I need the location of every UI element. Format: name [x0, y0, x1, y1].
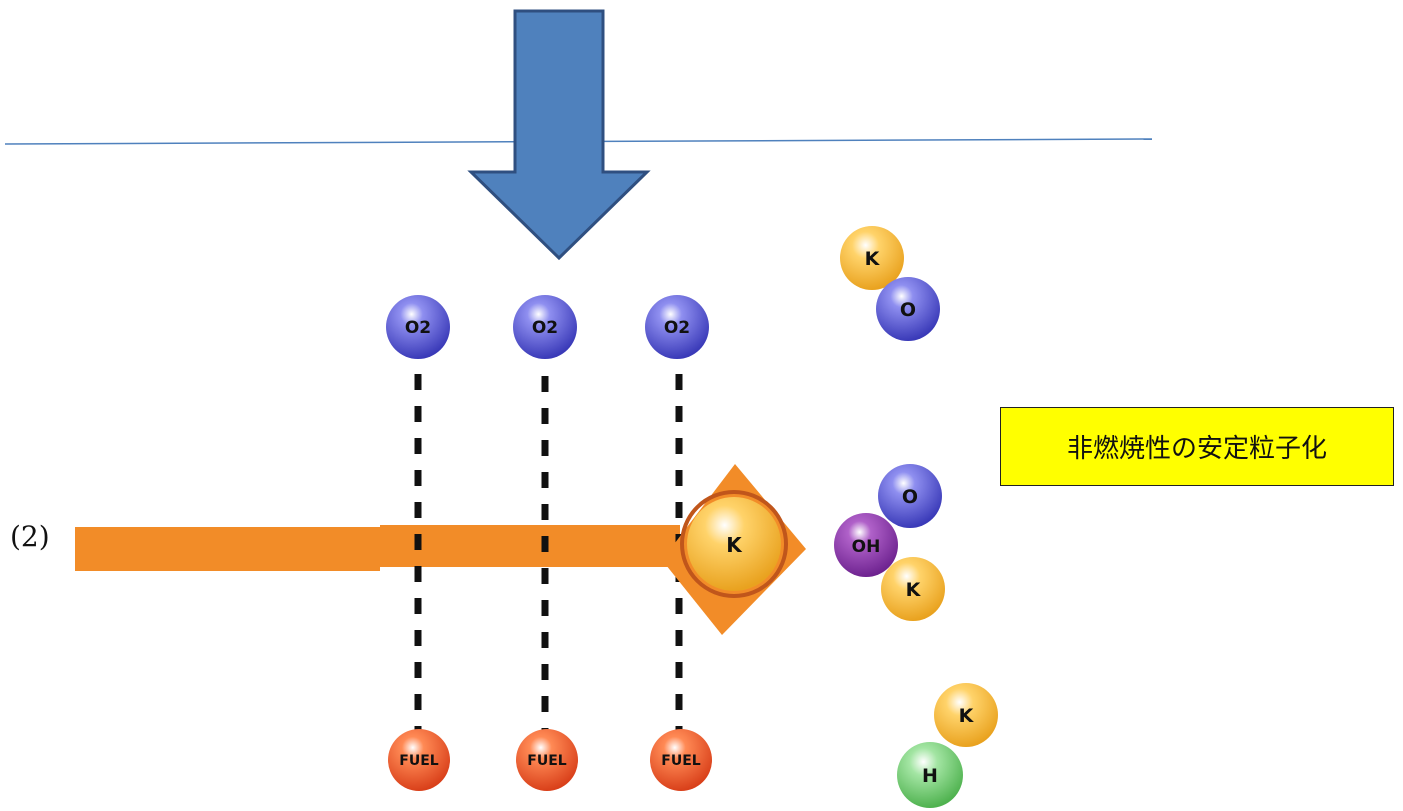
k-atom: K — [881, 557, 945, 621]
o2-molecule: O2 — [386, 295, 450, 359]
svg-text:O: O — [902, 486, 918, 508]
k-atom-central: K — [680, 490, 788, 598]
o-atom: O — [878, 464, 942, 528]
k-atom: K — [840, 226, 904, 290]
fuel-molecule: FUEL — [516, 729, 578, 791]
svg-text:K: K — [906, 579, 922, 601]
k-atom: K — [934, 683, 998, 747]
svg-text:OH: OH — [852, 537, 881, 557]
svg-text:O2: O2 — [405, 318, 431, 338]
step-label: (2) — [10, 520, 50, 553]
svg-text:FUEL: FUEL — [661, 753, 700, 769]
svg-text:H: H — [922, 765, 938, 787]
orange-bar-2 — [380, 525, 680, 567]
svg-text:K: K — [865, 248, 881, 270]
oh-molecule: OH — [834, 513, 898, 577]
o-atom: O — [876, 277, 940, 341]
fuel-molecule: FUEL — [388, 729, 450, 791]
svg-text:FUEL: FUEL — [527, 753, 566, 769]
svg-text:O2: O2 — [532, 318, 558, 338]
svg-text:FUEL: FUEL — [399, 753, 438, 769]
down-arrow-icon — [467, 9, 651, 261]
svg-text:O2: O2 — [664, 318, 690, 338]
stable-particle-callout: 非燃焼性の安定粒子化 — [1000, 407, 1394, 486]
h-atom: H — [897, 742, 963, 808]
svg-text:K: K — [726, 533, 743, 557]
orange-bar — [75, 527, 380, 571]
svg-text:O: O — [900, 299, 916, 321]
o2-molecule: O2 — [513, 295, 577, 359]
svg-text:K: K — [959, 705, 975, 727]
fuel-molecule: FUEL — [650, 729, 712, 791]
o2-molecule: O2 — [645, 295, 709, 359]
